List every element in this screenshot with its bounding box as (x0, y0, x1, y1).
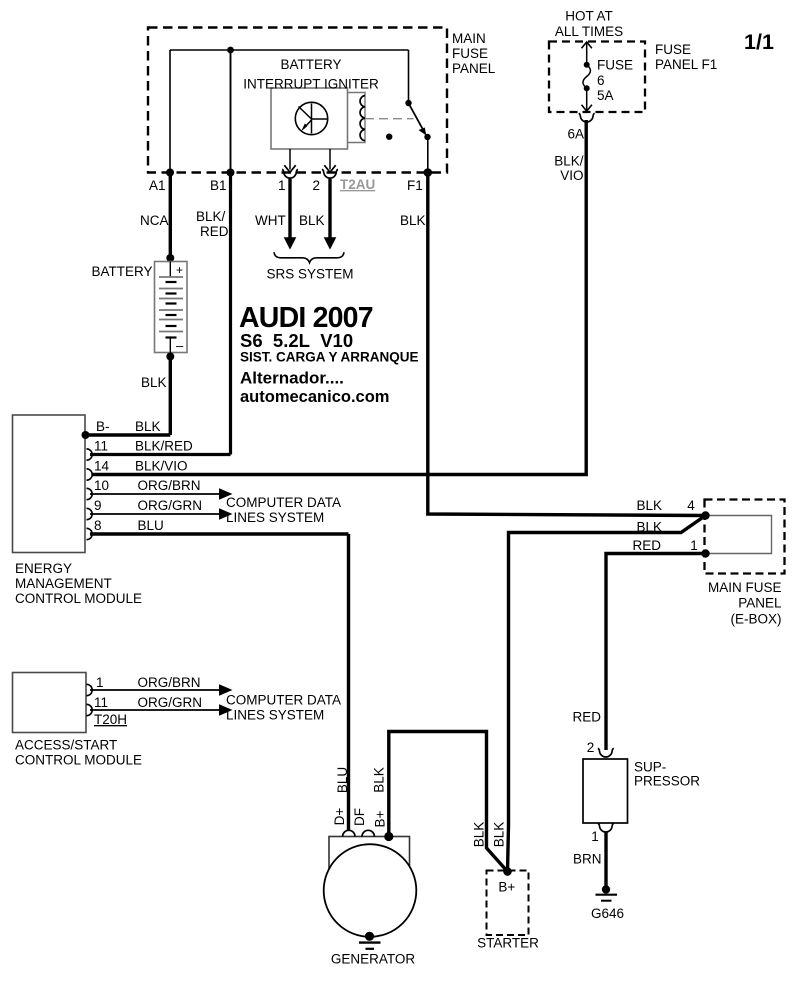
svg-text:PANEL: PANEL (738, 596, 782, 611)
svg-text:F1: F1 (407, 178, 423, 193)
svg-text:VIO: VIO (560, 168, 583, 183)
svg-text:2: 2 (587, 740, 595, 755)
svg-text:SUP-: SUP- (634, 760, 666, 775)
svg-text:1: 1 (690, 538, 698, 553)
svg-text:SIST. CARGA Y ARRANQUE: SIST. CARGA Y ARRANQUE (240, 350, 419, 365)
svg-text:T20H: T20H (94, 712, 127, 727)
svg-text:BLU: BLU (138, 518, 164, 533)
svg-text:BLK: BLK (636, 498, 662, 513)
svg-text:Alternador....: Alternador.... (240, 369, 344, 388)
svg-text:–: – (176, 338, 184, 353)
svg-text:AUDI 2007: AUDI 2007 (239, 302, 373, 334)
svg-text:BLK: BLK (372, 767, 387, 793)
svg-text:SRS SYSTEM: SRS SYSTEM (266, 267, 353, 282)
svg-text:MAIN: MAIN (452, 31, 486, 46)
svg-text:FUSE: FUSE (452, 46, 488, 61)
svg-text:8: 8 (94, 518, 102, 533)
svg-text:PANEL: PANEL (452, 61, 496, 76)
svg-text:GENERATOR: GENERATOR (331, 952, 416, 967)
svg-text:LINES SYSTEM: LINES SYSTEM (226, 510, 324, 525)
svg-text:BLK: BLK (472, 822, 487, 848)
svg-text:B+: B+ (373, 810, 388, 827)
svg-text:9: 9 (94, 498, 102, 513)
svg-text:BLK: BLK (141, 375, 167, 390)
svg-text:FUSE: FUSE (597, 58, 633, 73)
svg-text:1: 1 (278, 178, 286, 193)
svg-text:6A: 6A (567, 127, 584, 142)
svg-text:(E-BOX): (E-BOX) (730, 612, 781, 627)
svg-text:ENERGY: ENERGY (15, 561, 72, 576)
svg-text:B-: B- (96, 419, 110, 434)
svg-text:NCA: NCA (140, 213, 169, 228)
svg-text:CONTROL MODULE: CONTROL MODULE (15, 753, 142, 768)
svg-text:RED: RED (572, 710, 601, 725)
svg-text:+: + (176, 263, 183, 277)
svg-text:BLK: BLK (400, 213, 426, 228)
svg-text:BLU: BLU (335, 767, 350, 793)
svg-text:BLK/: BLK/ (196, 209, 226, 224)
svg-text:4: 4 (687, 498, 695, 513)
svg-text:11: 11 (94, 439, 108, 454)
svg-text:6: 6 (597, 73, 605, 88)
svg-text:BATTERY: BATTERY (91, 264, 152, 279)
svg-text:ALL TIMES: ALL TIMES (555, 24, 623, 39)
svg-text:G646: G646 (591, 906, 624, 921)
svg-text:BLK: BLK (492, 822, 507, 848)
svg-text:ORG/GRN: ORG/GRN (138, 498, 203, 513)
svg-text:PRESSOR: PRESSOR (634, 774, 700, 789)
svg-text:ORG/GRN: ORG/GRN (138, 695, 203, 710)
svg-text:PANEL F1: PANEL F1 (655, 57, 717, 72)
svg-text:1: 1 (96, 675, 104, 690)
svg-text:INTERRUPT IGNITER: INTERRUPT IGNITER (243, 77, 379, 92)
svg-text:T2AU: T2AU (340, 177, 375, 192)
svg-text:B+: B+ (498, 880, 515, 895)
svg-text:LINES SYSTEM: LINES SYSTEM (226, 708, 324, 723)
svg-text:BLK/RED: BLK/RED (135, 439, 193, 454)
svg-text:S6 5.2L V10: S6 5.2L V10 (240, 330, 353, 351)
svg-text:MANAGEMENT: MANAGEMENT (15, 576, 112, 591)
svg-text:D+: D+ (332, 808, 347, 826)
svg-text:ORG/BRN: ORG/BRN (138, 478, 201, 493)
svg-text:14: 14 (94, 459, 110, 474)
svg-text:1/1: 1/1 (744, 30, 774, 54)
svg-text:10: 10 (94, 478, 109, 493)
svg-text:FUSE: FUSE (655, 42, 691, 57)
svg-text:RED: RED (200, 224, 229, 239)
svg-text:MAIN FUSE: MAIN FUSE (708, 580, 782, 595)
svg-text:ORG/BRN: ORG/BRN (138, 675, 201, 690)
svg-text:A1: A1 (149, 178, 166, 193)
svg-text:RED: RED (632, 538, 661, 553)
svg-text:BRN: BRN (573, 852, 602, 867)
svg-text:BLK/VIO: BLK/VIO (135, 459, 188, 474)
svg-text:automecanico.com: automecanico.com (240, 388, 389, 406)
svg-text:B1: B1 (210, 178, 227, 193)
svg-text:COMPUTER DATA: COMPUTER DATA (226, 495, 341, 510)
svg-text:BLK: BLK (636, 520, 662, 535)
svg-text:STARTER: STARTER (477, 936, 539, 951)
svg-text:BLK: BLK (135, 419, 161, 434)
svg-text:WHT: WHT (255, 213, 286, 228)
svg-text:5A: 5A (597, 88, 614, 103)
svg-text:CONTROL MODULE: CONTROL MODULE (15, 591, 142, 606)
svg-text:COMPUTER DATA: COMPUTER DATA (226, 693, 341, 708)
svg-text:DF: DF (352, 808, 367, 826)
svg-text:2: 2 (313, 178, 321, 193)
svg-text:BLK/: BLK/ (554, 154, 584, 169)
svg-text:BLK: BLK (299, 213, 325, 228)
svg-text:11: 11 (94, 695, 108, 710)
svg-text:HOT AT: HOT AT (565, 9, 613, 24)
svg-text:BATTERY: BATTERY (280, 57, 341, 72)
svg-text:ACCESS/START: ACCESS/START (15, 738, 117, 753)
svg-text:1: 1 (591, 829, 599, 844)
